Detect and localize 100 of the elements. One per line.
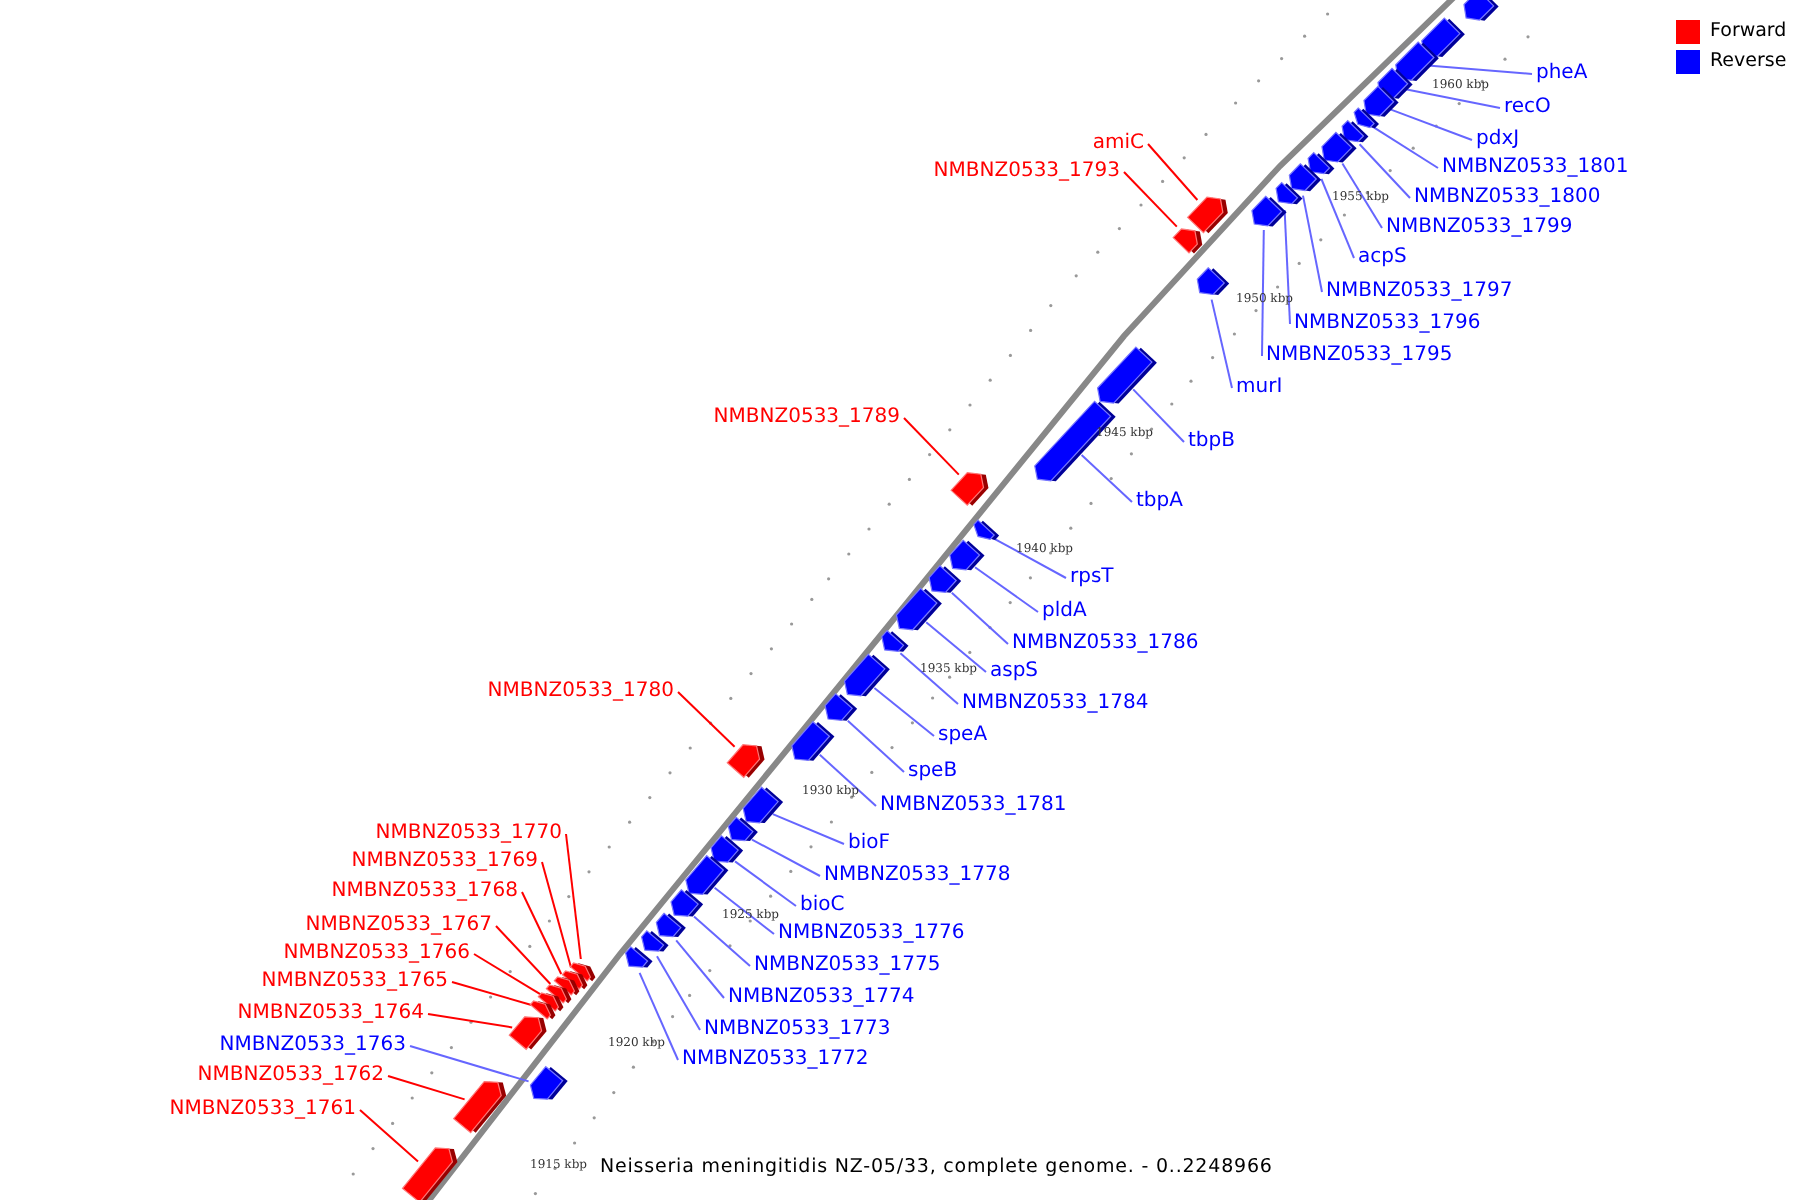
leader-line [1210,298,1233,389]
gene-label: NMBNZ0533_1768 [331,878,518,904]
leader-line [1123,171,1178,228]
gene-label: recO [1504,94,1551,120]
gene-label: NMBNZ0533_1761 [169,1096,356,1122]
leader-line [359,1109,419,1163]
gene-label: NMBNZ0533_1767 [305,912,492,938]
leader-line [1080,454,1133,503]
leader-line [991,536,1067,579]
gene-label: NMBNZ0533_1769 [351,848,538,874]
gene-feature [928,564,962,593]
gene-label: NMBNZ0533_1800 [1414,184,1601,210]
gene-label: aspS [990,658,1039,684]
leader-line [427,1013,514,1029]
leader-line [1320,178,1355,259]
leader-line [1427,64,1533,75]
gene-label: NMBNZ0533_1786 [1012,630,1199,656]
gene-feature [710,834,744,863]
gene-label: NMBNZ0533_1776 [778,920,965,946]
gene-label: speA [938,722,988,748]
leader-line [818,753,877,807]
gene-feature [973,519,1000,541]
gene-feature [1186,196,1228,234]
leader-line [1341,162,1383,229]
leader-line [675,939,725,999]
gene-feature [950,472,989,507]
gene-feature [1196,266,1230,296]
gene-feature [655,912,686,938]
gene-feature [843,653,890,697]
leader-line [1283,209,1291,325]
gene-label: NMBNZ0533_1799 [1386,214,1573,240]
gene-label: NMBNZ0533_1770 [375,820,562,846]
leader-line [495,925,552,985]
gene-label: NMBNZ0533_1772 [682,1046,869,1072]
leader-line [925,621,987,673]
leader-line [713,886,775,935]
gene-label: NMBNZ0533_1784 [962,690,1149,716]
gene-label: pldA [1042,598,1087,624]
gene-label: NMBNZ0533_1773 [704,1016,891,1042]
gene-label: NMBNZ0533_1766 [283,940,470,966]
gene-feature [624,945,653,968]
leader-line [903,417,960,476]
gene-feature [791,720,835,761]
leader-line [473,953,542,996]
gene-feature [726,744,765,779]
gene-feature [727,816,758,842]
gene-label: NMBNZ0533_1765 [261,968,448,994]
gene-label: NMBNZ0533_1797 [1326,278,1513,304]
leader-line [409,1045,530,1083]
leader-line [677,691,736,748]
gene-label: NMBNZ0533_1789 [713,404,900,430]
gene-label: NMBNZ0533_1780 [487,678,674,704]
gene-label: NMBNZ0533_1781 [880,792,1067,818]
leader-line [1302,194,1323,293]
leader-line [899,652,959,705]
gene-label: pdxJ [1476,126,1520,152]
gene-label: bioF [848,830,890,856]
gene-feature [452,1080,507,1134]
gene-feature [1251,195,1287,227]
leader-line [541,861,572,969]
gene-label: amiC [1092,130,1144,156]
gene-label: NMBNZ0533_1793 [933,158,1120,184]
gene-feature [640,929,669,952]
leader-line [693,915,751,967]
gene-label: rpsT [1070,564,1114,590]
gene-feature [742,786,784,824]
gene-feature [670,888,704,917]
gene-label: NMBNZ0533_1795 [1266,342,1453,368]
caption: Neisseria meningitidis NZ-05/33, complete genome. - 0..2248966 [600,1156,1273,1180]
leader-line [638,971,679,1061]
gene-feature [949,539,985,571]
gene-feature [1395,41,1439,81]
leader-line [1404,88,1501,109]
gene-label: NMBNZ0533_1763 [219,1032,406,1058]
leader-line [950,591,1009,645]
gene-feature [881,629,909,652]
leader-line [451,981,533,1006]
leader-line [387,1075,466,1101]
gene-label: tbpB [1188,428,1235,454]
gene-label: NMBNZ0533_1796 [1294,310,1481,336]
gene-label: NMBNZ0533_1764 [237,1000,424,1026]
gene-label: NMBNZ0533_1801 [1442,154,1629,180]
gene-label: NMBNZ0533_1774 [728,984,915,1010]
leader-line [751,838,821,877]
leader-line [734,860,797,907]
leader-line [1358,143,1411,199]
leader-line [1147,143,1199,201]
gene-feature [1275,181,1303,205]
leader-line [656,955,701,1031]
leader-line [521,891,563,975]
gene-label: NMBNZ0533_1775 [754,952,941,978]
legend-label: Reverse [1710,50,1787,74]
gene-feature [895,587,942,631]
leader-line [1132,388,1185,443]
gene-label: speB [908,758,958,784]
gene-feature [1353,107,1379,129]
leader-line [771,813,845,845]
leader-line [1390,108,1473,141]
gene-label: tbpA [1136,488,1183,514]
leader-line [565,833,582,960]
